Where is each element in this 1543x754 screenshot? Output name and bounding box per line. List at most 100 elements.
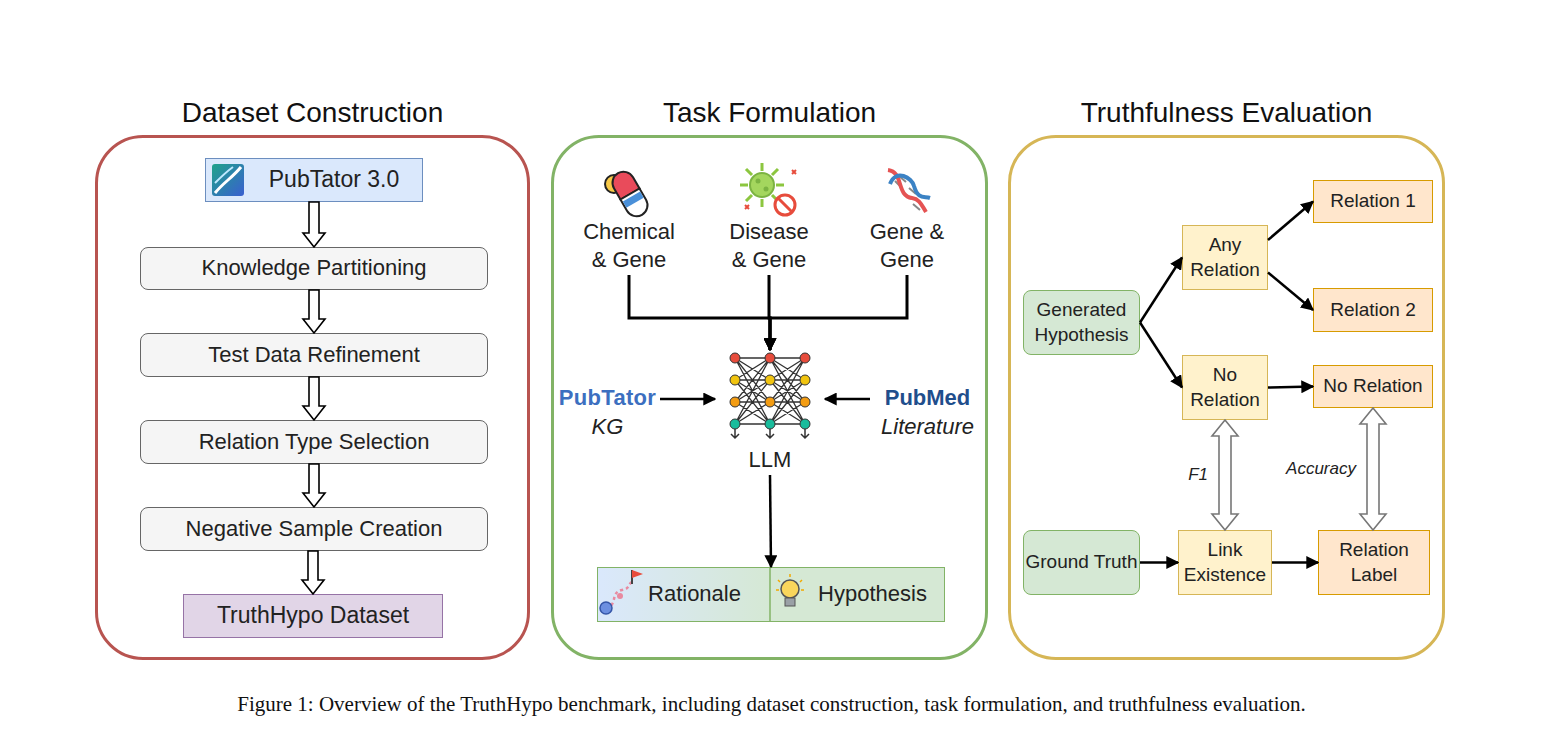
decision-box: Any Relation: [1182, 225, 1268, 290]
input-box: Generated Hypothesis: [1023, 290, 1140, 355]
flow-arrow: [825, 398, 870, 401]
result-box: Relation 2: [1313, 288, 1433, 332]
flow-arrow: [770, 475, 771, 567]
node-label: Test Data Refinement: [208, 341, 420, 370]
flow-arrow: [1268, 202, 1313, 240]
network-neuron: [800, 375, 810, 385]
node-label: Rationale: [598, 580, 771, 609]
step-arrow: [303, 290, 325, 333]
step-arrow: [302, 551, 324, 594]
node-label: Generated Hypothesis: [1024, 298, 1139, 347]
network-neuron: [730, 419, 740, 429]
figure-caption: Figure 1: Overview of the TruthHypo benc…: [0, 692, 1543, 717]
flow-arrow: [1140, 323, 1182, 388]
comparison-arrow: [1360, 408, 1386, 530]
flow-arrow: [660, 398, 715, 401]
result-box: Relation Label: [1318, 530, 1430, 595]
network-neuron: [800, 419, 810, 429]
pill-icon: [608, 168, 651, 221]
node-label: Gene & Gene: [857, 218, 957, 275]
panel-title: Dataset Construction: [98, 95, 527, 131]
node-label: Hypothesis: [771, 580, 944, 609]
process-box: Relation Type Selection: [140, 420, 488, 464]
comparison-arrow: [1212, 420, 1238, 530]
output-box: RationaleHypothesis: [597, 567, 945, 622]
node-label: Ground Truth: [1026, 550, 1138, 575]
virus-dot: [764, 187, 769, 192]
node-label: Literature: [881, 413, 974, 442]
node-label: Any Relation: [1183, 233, 1267, 282]
step-arrow: [303, 464, 325, 507]
input-box: Ground Truth: [1023, 530, 1140, 595]
virus-sparks: [745, 170, 796, 209]
node-label: No Relation: [1323, 374, 1422, 399]
node-label: PubTator: [559, 384, 656, 413]
prohibit-bar: [778, 198, 792, 212]
node-label: Relation Label: [1319, 538, 1429, 587]
node-label: TruthHypo Dataset: [217, 601, 409, 631]
process-box: Negative Sample Creation: [140, 507, 488, 551]
node-label: Disease & Gene: [719, 218, 819, 275]
literature-source: PubMedLiterature: [870, 378, 985, 448]
node-label: Relation 1: [1330, 189, 1416, 214]
flow-arrow: [1268, 272, 1313, 310]
decision-box: Link Existence: [1178, 530, 1272, 595]
merge-arrow: [769, 275, 770, 350]
result-box: No Relation: [1313, 365, 1433, 408]
network-outputs: [731, 429, 809, 438]
network-neuron: [765, 419, 775, 429]
node-label: Relation 2: [1330, 298, 1416, 323]
node-label: Relation Type Selection: [199, 428, 430, 457]
result-box: Relation 1: [1313, 180, 1433, 223]
dna-strand: [888, 170, 926, 212]
network-links: [735, 358, 805, 424]
network-neuron: [730, 353, 740, 363]
pill-bottom: [620, 189, 651, 221]
chemical-icon: [605, 175, 623, 193]
node-label: Negative Sample Creation: [186, 515, 443, 544]
network-neuron: [730, 375, 740, 385]
output-box: TruthHypo Dataset: [183, 594, 443, 638]
panel-title: Truthfulness Evaluation: [1011, 95, 1442, 131]
dna-rungs: [895, 176, 920, 210]
panel: Dataset ConstructionPubTator 3.0Knowledg…: [95, 135, 530, 660]
merge-arrow: [770, 275, 907, 350]
metric-label: F1: [1188, 465, 1208, 485]
decision-box: No Relation: [1182, 355, 1268, 420]
network-neuron: [800, 397, 810, 407]
network-neuron: [765, 397, 775, 407]
metric-label: Accuracy: [1286, 459, 1356, 479]
virus-dot: [756, 179, 761, 184]
entity-pair: Chemical & Gene: [579, 160, 679, 275]
virus-spikes: [740, 163, 784, 207]
node-label: Link Existence: [1179, 538, 1271, 587]
panel: Task FormulationChemical & GeneDisease &…: [551, 135, 988, 660]
pill-top: [608, 168, 639, 200]
node-label: LLM: [749, 446, 792, 475]
prohibit-icon: [775, 195, 795, 215]
flow-arrow: [1140, 258, 1182, 323]
network-neuron: [765, 375, 775, 385]
node-label: PubMed: [885, 384, 971, 413]
knowledge-source: PubTatorKG: [555, 378, 660, 448]
virus-icon: [750, 173, 774, 197]
pill-band: [623, 192, 644, 208]
panel-title: Task Formulation: [554, 95, 985, 131]
flow-arrow: [1272, 561, 1318, 564]
process-box: Knowledge Partitioning: [140, 247, 488, 290]
process-box: Test Data Refinement: [140, 333, 488, 377]
flow-arrow: [1268, 387, 1313, 388]
step-arrow: [303, 202, 325, 247]
node-label: KG: [592, 413, 624, 442]
node-label: Chemical & Gene: [579, 218, 679, 275]
merge-arrow: [629, 275, 770, 350]
llm-model: LLM: [715, 350, 825, 475]
step-arrow: [303, 377, 325, 420]
entity-pair: Gene & Gene: [857, 160, 957, 275]
flow-arrow: [1140, 561, 1178, 564]
network-neuron: [765, 353, 775, 363]
network-neuron: [730, 397, 740, 407]
panel: Truthfulness EvaluationGenerated Hypothe…: [1008, 135, 1445, 660]
node-label: Knowledge Partitioning: [201, 254, 426, 283]
